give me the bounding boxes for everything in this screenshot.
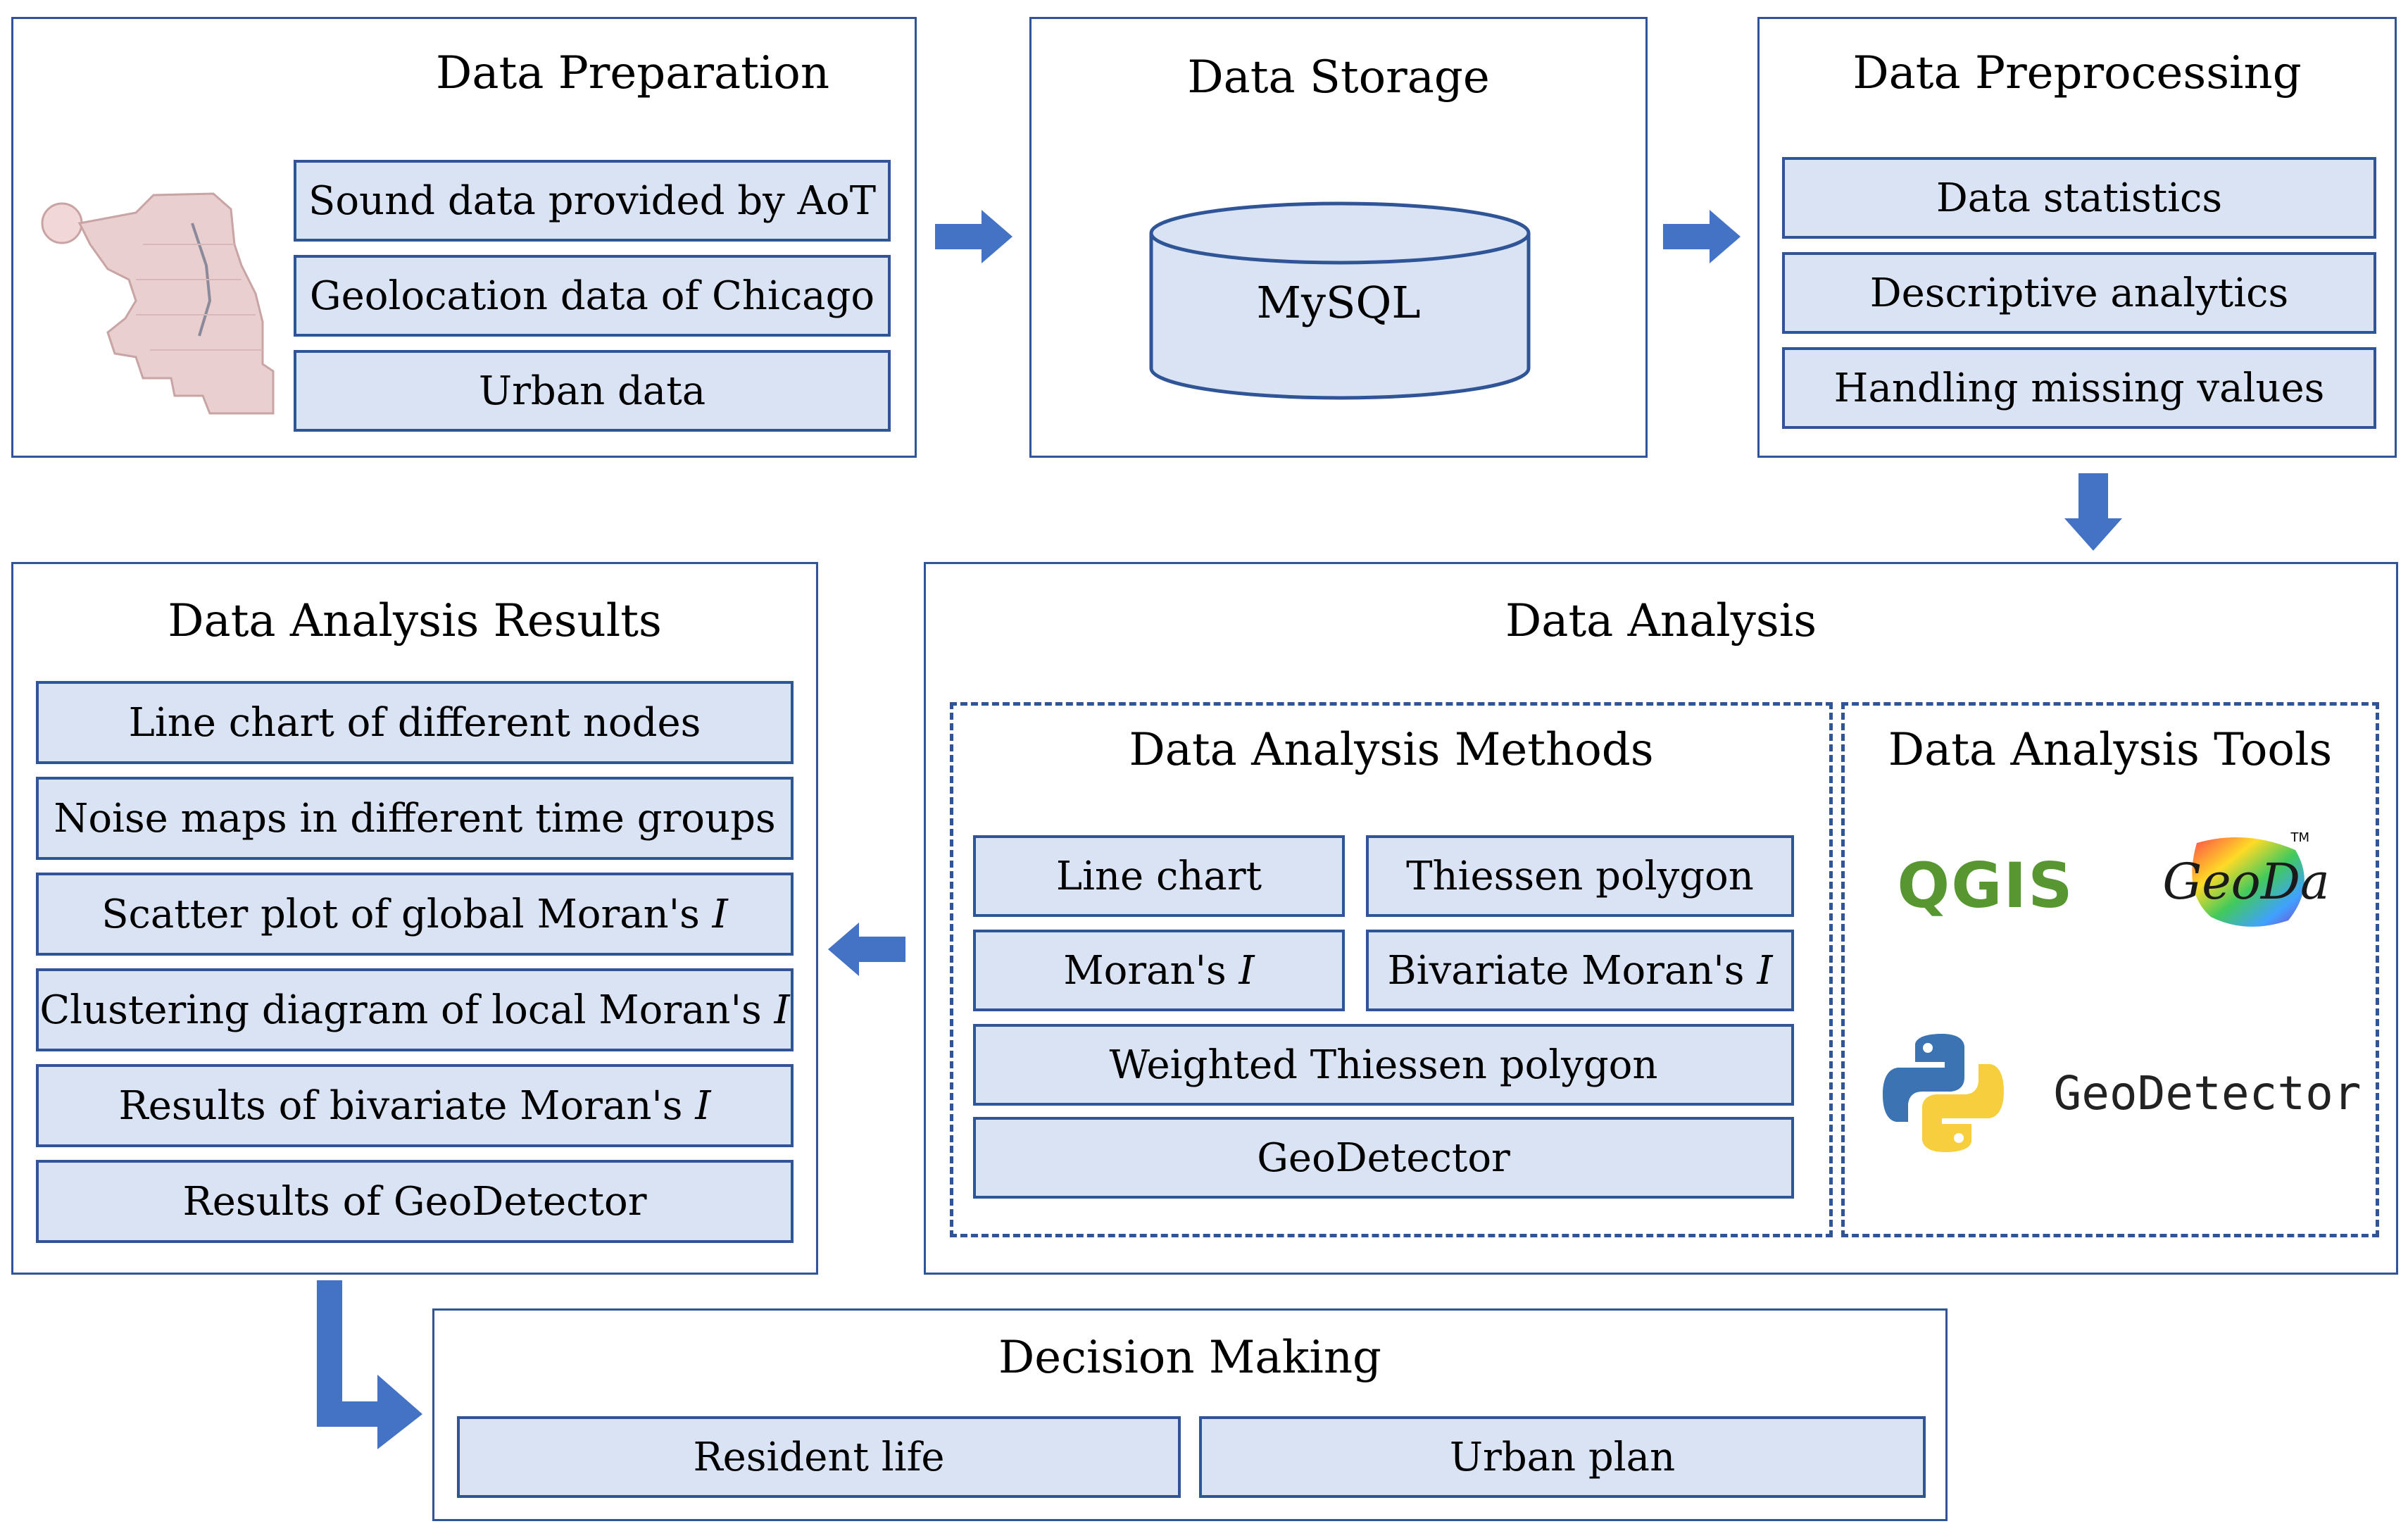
arrow-left-icon (828, 923, 905, 976)
italic-i: I (1239, 947, 1255, 994)
sound-data-item: Sound data provided by AoT (294, 160, 891, 242)
weighted-thiessen-polygon-method: Weighted Thiessen polygon (973, 1024, 1794, 1106)
geoda-tm: TM (2290, 830, 2309, 845)
qgis-label: QGIS (1897, 849, 2074, 922)
morans-i-prefix: Moran's (1063, 947, 1239, 994)
arrow-right-icon (1663, 210, 1741, 263)
decision-making-title: Decision Making (998, 1332, 1382, 1384)
result-bivariate-morans: Results of bivariate Moran's I (36, 1064, 794, 1147)
arrow-down-icon (2064, 473, 2122, 551)
result-geodetector: Results of GeoDetector (36, 1160, 794, 1243)
geodetector-tool-label: GeoDetector (2053, 1066, 2362, 1120)
mysql-label: MySQL (1256, 277, 1421, 328)
data-analysis-panel: Data Analysis Data Analysis Methods Line… (924, 562, 2398, 1275)
bivariate-prefix: Bivariate Moran's (1387, 947, 1757, 994)
clustering-prefix: Clustering diagram of local Moran's (39, 987, 775, 1033)
data-preprocessing-panel: Data Preprocessing Data statistics Descr… (1757, 17, 2397, 458)
geodetector-logo: GeoDetector (2042, 1044, 2373, 1142)
data-analysis-methods-group: Data Analysis Methods Line chart Thiesse… (950, 702, 1833, 1237)
data-storage-panel: Data Storage MySQL (1029, 17, 1648, 458)
data-analysis-results-title: Data Analysis Results (168, 595, 662, 647)
handling-missing-values-item: Handling missing values (1782, 347, 2376, 429)
scatter-prefix: Scatter plot of global Moran's (101, 891, 713, 937)
geodetector-method: GeoDetector (973, 1117, 1794, 1199)
arrow-right-icon (935, 210, 1012, 263)
database-cylinder-icon (1149, 201, 1531, 400)
data-analysis-results-panel: Data Analysis Results Line chart of diff… (11, 562, 818, 1275)
data-statistics-item: Data statistics (1782, 157, 2376, 239)
result-line-chart: Line chart of different nodes (36, 681, 794, 764)
data-analysis-tools-title: Data Analysis Tools (1888, 724, 2333, 776)
urban-plan-item: Urban plan (1199, 1416, 1926, 1498)
geolocation-data-item: Geolocation data of Chicago (294, 255, 891, 337)
data-analysis-title: Data Analysis (1505, 595, 1817, 647)
data-preparation-panel: Data Preparation Sound data provided by … (11, 17, 917, 458)
result-noise-maps: Noise maps in different time groups (36, 777, 794, 860)
chicago-map-icon (41, 192, 275, 415)
thiessen-polygon-method: Thiessen polygon (1366, 835, 1794, 917)
result-clustering-diagram: Clustering diagram of local Moran's I (36, 968, 794, 1051)
data-storage-title: Data Storage (1187, 51, 1490, 104)
geoda-logo: GeoDa TM (2155, 822, 2338, 942)
resident-life-item: Resident life (457, 1416, 1181, 1498)
italic-i: I (1757, 947, 1773, 994)
geoda-rainbow-icon (2192, 837, 2304, 927)
italic-i: I (695, 1082, 711, 1129)
italic-i: I (774, 987, 790, 1033)
data-analysis-tools-group: Data Analysis Tools QGIS GeoDa TM (1841, 702, 2379, 1237)
python-logo-icon (1883, 1034, 2004, 1152)
result-scatter-plot: Scatter plot of global Moran's I (36, 873, 794, 956)
geoda-label: GeoDa (2162, 853, 2330, 911)
data-preprocessing-title: Data Preprocessing (1852, 47, 2302, 99)
qgis-logo: QGIS (1873, 832, 2098, 938)
italic-i: I (712, 891, 728, 937)
data-analysis-methods-title: Data Analysis Methods (1129, 724, 1654, 776)
data-preparation-title: Data Preparation (436, 47, 830, 99)
urban-data-item: Urban data (294, 350, 891, 432)
descriptive-analytics-item: Descriptive analytics (1782, 252, 2376, 334)
bent-arrow-icon (317, 1280, 422, 1449)
bivariate-result-prefix: Results of bivariate Moran's (118, 1082, 696, 1129)
line-chart-method: Line chart (973, 835, 1345, 917)
bivariate-morans-i-method: Bivariate Moran's I (1366, 930, 1794, 1011)
decision-making-panel: Decision Making Resident life Urban plan (432, 1308, 1948, 1521)
morans-i-method: Moran's I (973, 930, 1345, 1011)
